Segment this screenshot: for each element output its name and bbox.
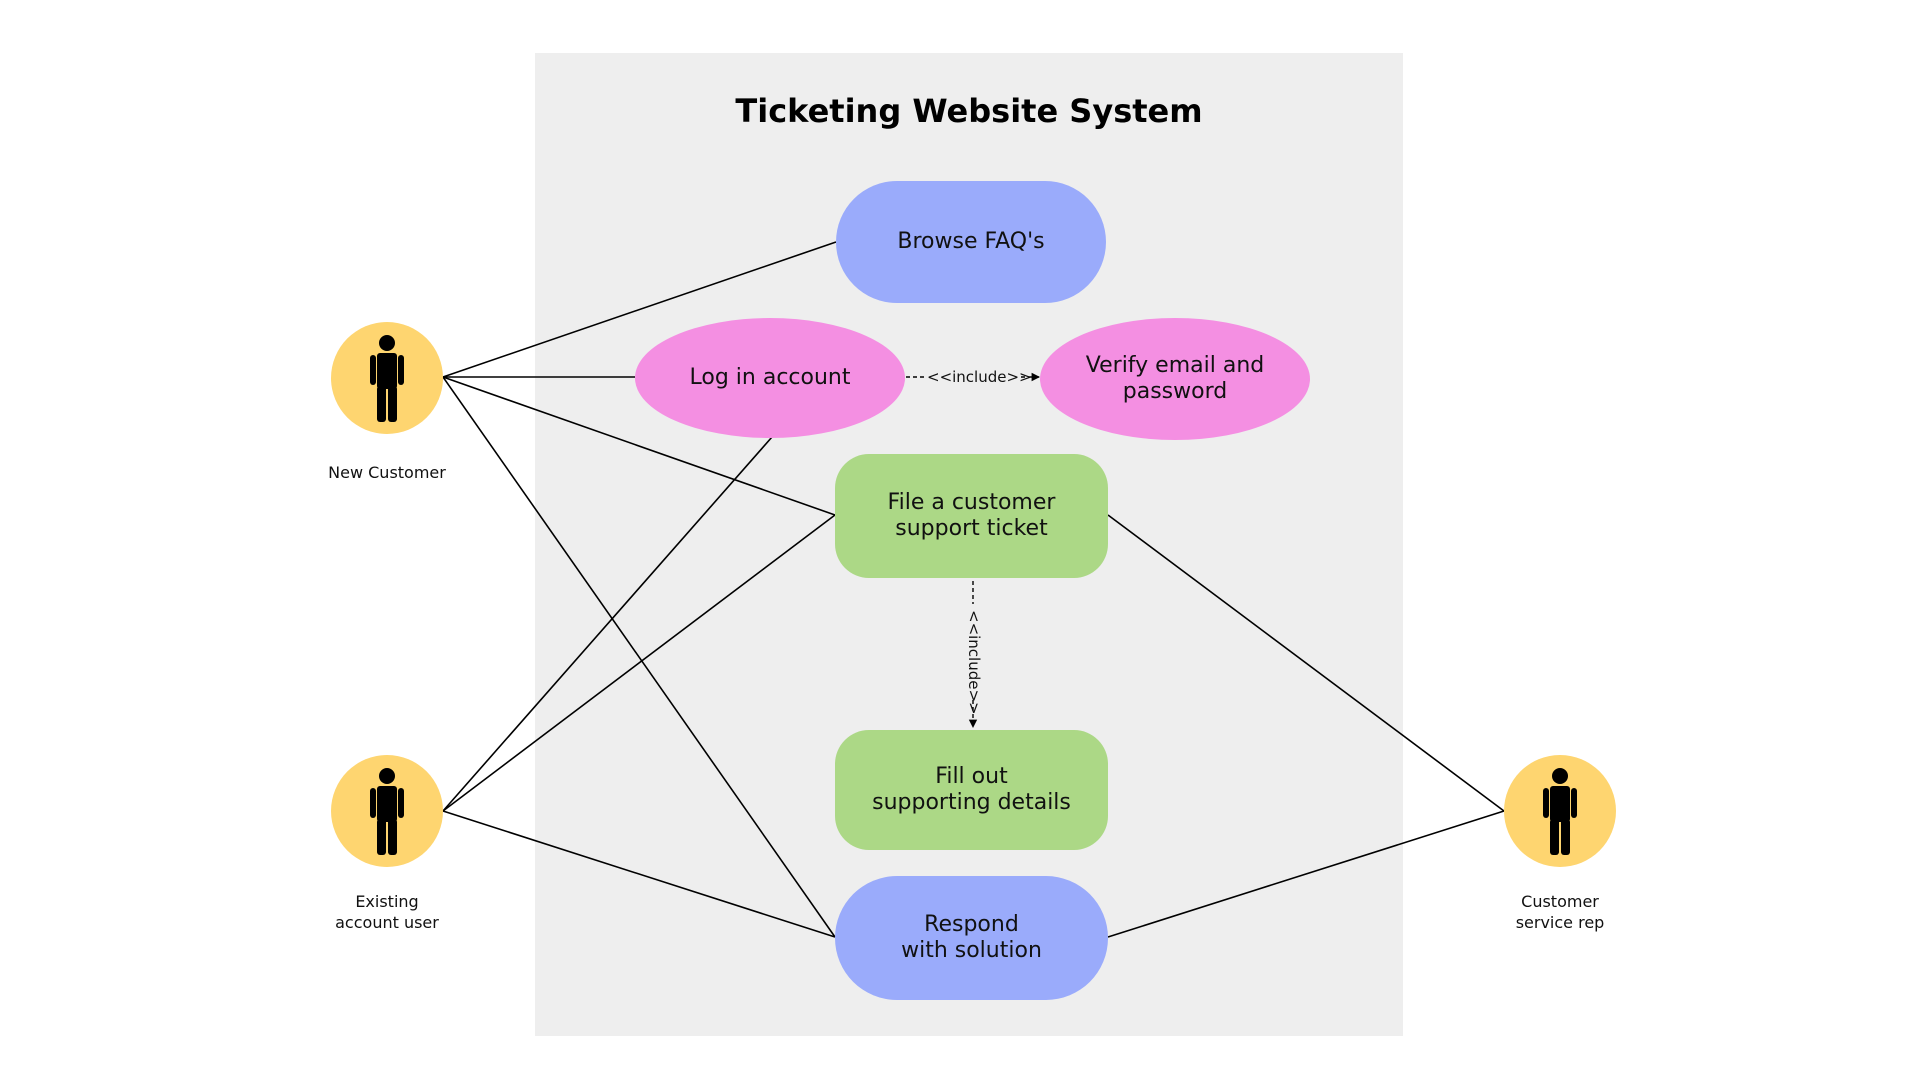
actor-existing-user (331, 755, 443, 867)
assoc-existing-ticket (442, 514, 836, 812)
assoc-new-customer-respond (442, 376, 836, 938)
use-case-log-in: Log in account (635, 318, 905, 438)
use-case-verify-email: Verify email and password (1040, 318, 1310, 440)
assoc-new-customer-browse (442, 241, 837, 378)
include-label-horizontal: <<include>> (927, 368, 1032, 386)
actor-label-existing-user: Existing account user (335, 892, 439, 932)
person-icon (370, 335, 404, 422)
actor-label-new-customer: New Customer (328, 463, 446, 482)
use-case-respond: Respond with solution (835, 876, 1108, 1000)
actor-new-customer (331, 322, 443, 434)
actor-label-service-rep: Customer service rep (1515, 892, 1605, 932)
system-title: Ticketing Website System (735, 92, 1203, 130)
person-icon (1543, 768, 1577, 855)
use-case-browse-faq: Browse FAQ's (836, 181, 1106, 303)
use-case-fill-details: Fill out supporting details (835, 730, 1108, 850)
person-icon (370, 768, 404, 855)
include-label-vertical: <<include>> (965, 610, 983, 715)
assoc-new-customer-ticket (442, 376, 836, 516)
actor-service-rep (1504, 755, 1616, 867)
assoc-rep-ticket (1107, 514, 1505, 812)
assoc-rep-respond (1107, 810, 1505, 938)
assoc-existing-login (442, 436, 773, 812)
assoc-existing-respond (442, 810, 836, 938)
use-case-file-ticket: File a customer support ticket (835, 454, 1108, 578)
